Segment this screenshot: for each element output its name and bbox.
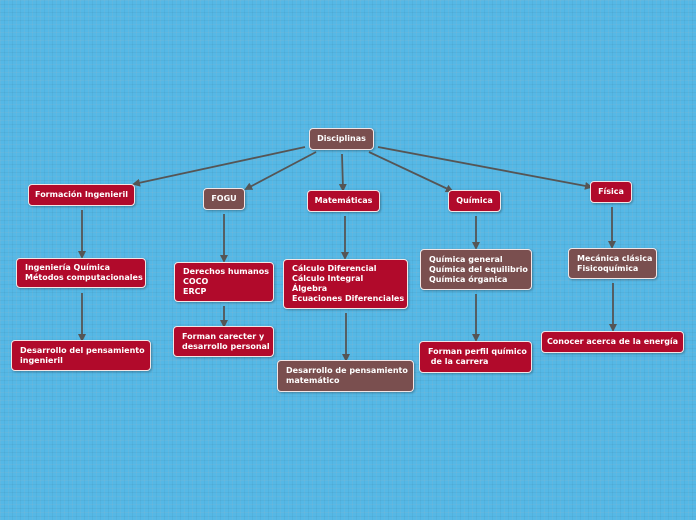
node-fisica-outcome[interactable]: Conocer acerca de la energía	[541, 331, 684, 353]
node-disciplinas[interactable]: Disciplinas	[309, 128, 374, 150]
arrow-root-matematicas	[338, 153, 347, 192]
node-quimica-subjects[interactable]: Química general Química del equilibrio Q…	[420, 249, 532, 290]
node-fisica-subjects[interactable]: Mecánica clásica Fisicoquímica	[568, 248, 657, 279]
node-formacion-outcome[interactable]: Desarrollo del pensamiento ingenieril	[11, 340, 151, 371]
node-matematicas[interactable]: Matemáticas	[307, 190, 380, 212]
node-fogu[interactable]: FOGU	[203, 188, 245, 210]
node-quimica[interactable]: Química	[448, 190, 501, 212]
node-formacion-subjects[interactable]: Ingeniería Química Métodos computacional…	[16, 258, 146, 288]
arrow-root-quimica	[368, 151, 454, 193]
node-fogu-outcome[interactable]: Forman carecter y desarrollo personal	[173, 326, 274, 357]
arrow-root-fogu	[244, 151, 317, 190]
node-quimica-outcome[interactable]: Forman perfil químico de la carrera	[419, 341, 532, 373]
node-matematicas-outcome[interactable]: Desarrollo de pensamiento matemático	[277, 360, 414, 392]
node-fogu-subjects[interactable]: Derechos humanos COCO ERCP	[174, 262, 274, 302]
arrow-root-fisica	[377, 146, 593, 190]
node-fisica[interactable]: Física	[590, 181, 632, 203]
node-matematicas-subjects[interactable]: Cálculo Diferencial Cálculo Integral Álg…	[283, 259, 408, 309]
arrow-root-formacion	[132, 146, 306, 187]
node-formacion-ingenieril[interactable]: Formación Ingenieril	[28, 184, 135, 206]
